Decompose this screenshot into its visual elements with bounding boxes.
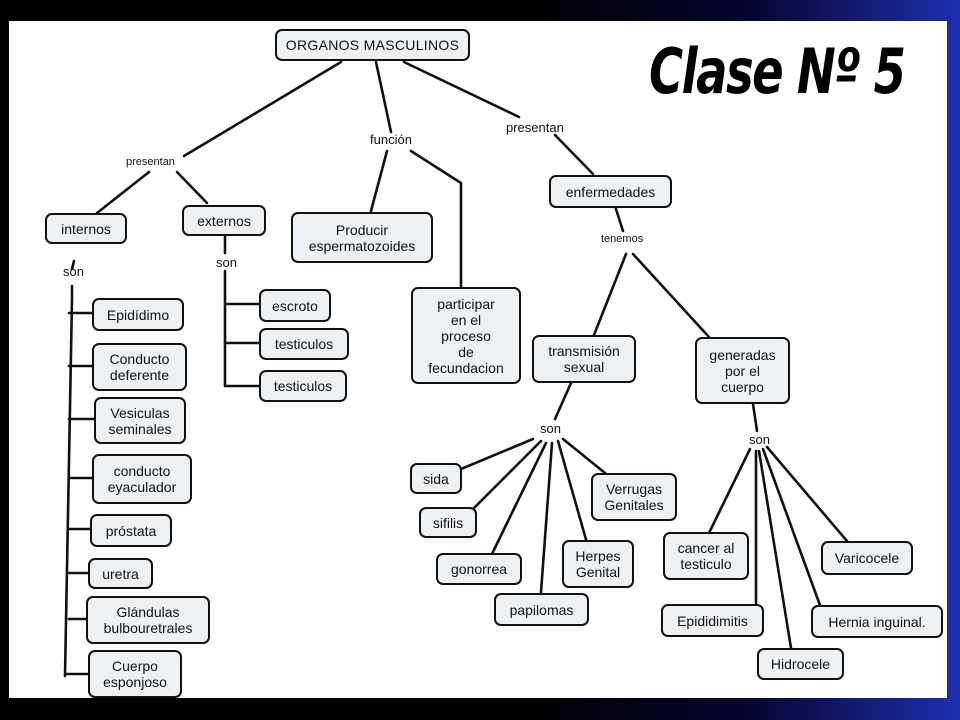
node-participar: participar en el proceso de fecundacion (411, 287, 521, 384)
label-tenemos: tenemos (601, 233, 644, 245)
slide-title: Clase Nº 5 (649, 35, 906, 108)
node-sifilis: sifilis (419, 507, 477, 538)
node-prostata: próstata (90, 514, 172, 547)
node-glandulas-bulbouretrales: Glándulas bulbouretrales (86, 596, 210, 644)
node-hidrocele: Hidrocele (757, 648, 844, 680)
node-varicocele: Varicocele (821, 541, 913, 575)
label-son-internos: son (63, 264, 84, 279)
node-hernia-inguinal: Hernia inguinal. (811, 605, 943, 638)
node-cuerpo-esponjoso: Cuerpo esponjoso (88, 650, 182, 698)
node-verrugas-genitales: Verrugas Genitales (591, 473, 677, 521)
node-uretra: uretra (88, 558, 153, 589)
node-externos: externos (182, 205, 266, 236)
node-organos-masculinos: ORGANOS MASCULINOS (275, 29, 470, 61)
node-conducto-deferente: Conducto deferente (92, 343, 187, 391)
label-presentan-left: presentan (126, 156, 175, 168)
node-transmision-sexual: transmisión sexual (532, 335, 636, 383)
node-vesiculas-seminales: Vesiculas seminales (94, 397, 186, 444)
node-testiculos-2: testiculos (259, 370, 347, 402)
label-son-generadas: son (749, 432, 770, 447)
concept-links (63, 60, 849, 678)
node-epididimo: Epidídimo (92, 298, 184, 331)
node-conducto-eyaculador: conducto eyaculador (92, 454, 192, 504)
node-enfermedades: enfermedades (549, 175, 672, 208)
label-presentan-right: presentan (506, 120, 564, 135)
label-funcion: función (370, 132, 412, 147)
slide: Clase Nº 5 ORGANOS MASCULINOS presentan … (9, 21, 947, 698)
node-testiculos-1: testiculos (259, 328, 349, 360)
node-gonorrea: gonorrea (436, 553, 522, 585)
node-papilomas: papilomas (494, 593, 589, 626)
node-producir-espermatozoides: Producir espermatozoides (291, 212, 433, 263)
label-son-externos: son (216, 255, 237, 270)
node-sida: sida (410, 463, 462, 494)
node-herpes-genital: Herpes Genital (562, 540, 634, 588)
node-cancer-testiculo: cancer al testiculo (663, 532, 749, 580)
node-internos: internos (45, 213, 127, 244)
node-generadas-por-el-cuerpo: generadas por el cuerpo (695, 337, 790, 404)
label-son-transmision: son (540, 421, 561, 436)
node-escroto: escroto (259, 289, 331, 322)
node-epididimitis: Epididimitis (661, 604, 764, 637)
